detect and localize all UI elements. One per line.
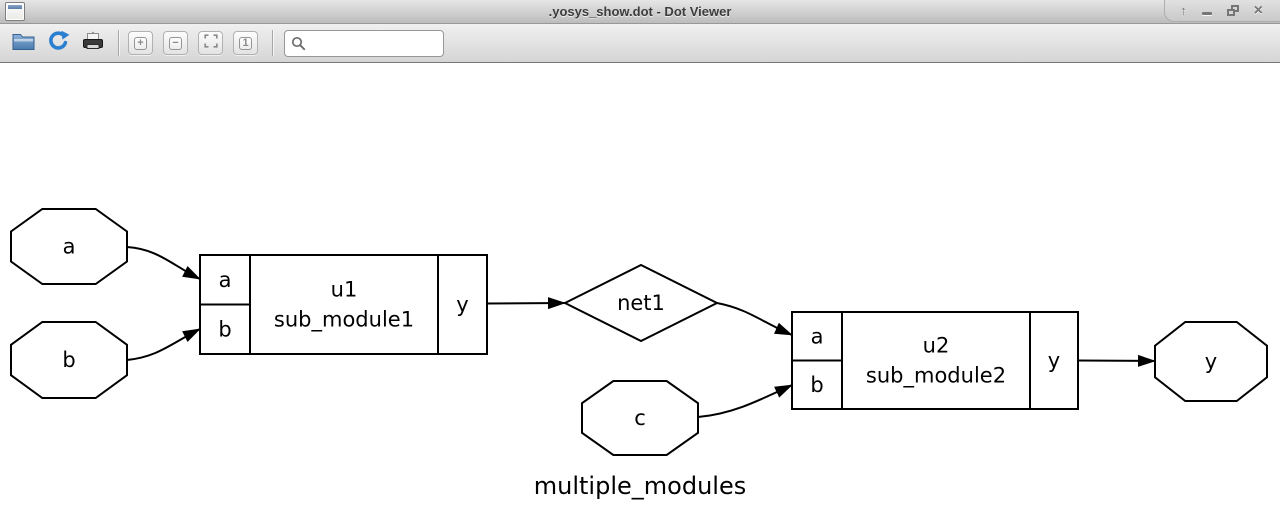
search-box [284,29,444,57]
title-bar: .yosys_show.dot - Dot Viewer ↑ × [0,0,1280,24]
shade-icon[interactable]: ↑ [1180,3,1187,18]
search-icon [291,36,306,51]
graph-title-label: multiple_modules [534,472,746,500]
edge-u1.y-to-net1 [486,297,566,310]
node-y_out: y [1154,321,1268,402]
node-label: y [1205,350,1217,374]
edge-net1-to-u2.a [716,302,793,336]
node-label: a [63,235,76,259]
zoom-out-button[interactable]: − [163,31,188,55]
node-net1: net1 [562,263,720,343]
minimize-icon[interactable] [1201,11,1212,15]
edge-c-to-u2.b [697,384,793,418]
edge-u2.y-to-y_out [1077,354,1156,367]
toolbar-separator [118,30,119,56]
close-icon[interactable]: × [1253,1,1263,19]
open-button[interactable] [9,28,37,58]
zoom-in-button[interactable]: + [128,31,153,55]
zoom-original-icon: 1 [239,36,252,50]
node-u1: a b u1 sub_module1 y [199,254,488,355]
node-label: b [62,348,75,372]
zoom-out-icon: − [169,36,182,50]
node-label: b [218,317,231,341]
node-label: sub_module2 [866,364,1006,389]
zoom-fit-icon [203,33,218,53]
node-b: b [10,321,128,399]
node-label: y [456,293,468,317]
print-button[interactable] [79,28,107,58]
node-label: a [219,268,232,292]
node-label: a [811,324,824,348]
node-u2: a b u2 sub_module2 y [791,311,1079,410]
node-label: sub_module1 [274,308,414,333]
node-label: b [810,373,823,397]
edge-a-to-u1.a [126,246,201,280]
node-label: u1 [331,278,358,302]
window-icon [5,2,25,21]
search-input[interactable] [311,34,437,52]
window-title: .yosys_show.dot - Dot Viewer [548,4,732,19]
zoom-fit-button[interactable] [198,31,223,55]
node-label: u2 [923,334,950,358]
toolbar: + − 1 [0,24,1280,63]
reload-button[interactable] [44,28,72,58]
restore-icon[interactable] [1226,5,1239,16]
node-label: y [1048,349,1060,373]
zoom-in-icon: + [134,36,147,50]
node-label: net1 [617,291,665,315]
toolbar-separator [272,30,273,56]
window-controls: ↑ × [1164,0,1280,22]
zoom-original-button[interactable]: 1 [233,31,258,55]
printer-icon [82,31,104,56]
refresh-icon [47,30,70,57]
edge-b-to-u1.b [126,328,201,361]
node-a: a [10,208,128,285]
node-c: c [581,380,699,456]
node-label: c [634,406,646,430]
folder-icon [12,32,35,55]
